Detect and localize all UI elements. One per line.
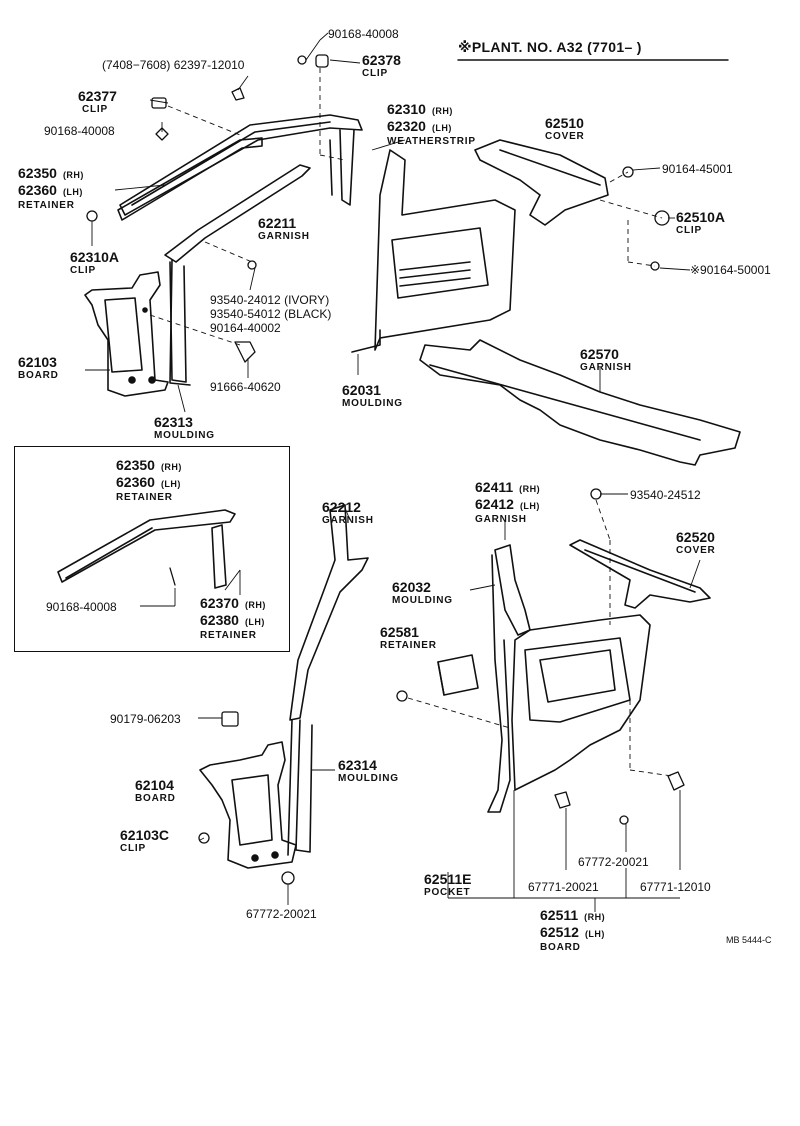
plant-note: ※PLANT. NO. A32 (7701– )	[458, 39, 642, 55]
part-label: 62031 MOULDING	[342, 382, 403, 410]
part-label: 62510 COVER	[545, 115, 585, 143]
part-label: 62104 BOARD	[135, 777, 176, 805]
part-label: 62310(RH) 62320(LH) WEATHERSTRIP	[387, 101, 476, 148]
garnish-62411	[494, 544, 531, 636]
part-label: 62511(RH) 62512(LH) BOARD	[540, 907, 606, 954]
part-label: 62310A CLIP	[70, 249, 120, 277]
part-label: 91666-40620	[210, 380, 281, 394]
part-label: 62212 GARNISH	[322, 499, 374, 527]
part-label: 90164-45001	[662, 162, 733, 176]
inset-frame	[14, 446, 290, 652]
part-label: 62570 GARNISH	[580, 346, 632, 374]
board-62104	[199, 741, 297, 869]
part-label: 90168-40008	[44, 124, 115, 138]
part-label: 62370(RH) 62380(LH) RETAINER	[200, 595, 266, 642]
part-label: 90168-40008	[328, 27, 399, 41]
garnish-62212	[289, 504, 369, 721]
board-62511	[511, 614, 651, 791]
part-label: 62350(RH) 62360(LH) RETAINER	[18, 165, 84, 212]
part-label: 62377 CLIP	[78, 88, 117, 116]
garnish-62570	[419, 339, 741, 466]
part-label: 62511E POCKET	[424, 871, 472, 899]
part-label: 62313 MOULDING	[154, 414, 215, 442]
part-label: 90179-06203	[110, 712, 181, 726]
moulding-62313	[169, 259, 191, 386]
part-label: 62350(RH) 62360(LH) RETAINER	[116, 457, 182, 504]
diagram-code: MB 5444-C	[726, 935, 772, 945]
weatherstrip-62310	[119, 114, 363, 216]
part-label: ※90164-50001	[690, 263, 771, 277]
pocket-62511E	[437, 654, 479, 696]
retainer-62350-inset	[57, 509, 236, 583]
retainer-62350-upper	[117, 137, 263, 221]
part-label: 62211 GARNISH	[258, 215, 310, 243]
retainer-62370	[211, 524, 227, 589]
part-label: 67772-20021	[578, 855, 649, 869]
part-label: 67772-20021	[246, 907, 317, 921]
part-label: 67771-20021	[528, 880, 599, 894]
part-label: 62103 BOARD	[18, 354, 59, 382]
part-label: 62411(RH) 62412(LH) GARNISH	[475, 479, 541, 526]
part-label: 93540-24012 (IVORY) 93540-54012 (BLACK) …	[210, 293, 332, 335]
part-label: 62510A CLIP	[676, 209, 726, 237]
garnish-62211	[164, 164, 311, 383]
part-label: 90168-40008	[46, 600, 117, 614]
part-label: 62032 MOULDING	[392, 579, 453, 607]
cover-62520	[569, 539, 711, 609]
moulding-62032	[487, 554, 511, 813]
part-label: 62378 CLIP	[362, 52, 401, 80]
part-label: 62520 COVER	[676, 529, 716, 557]
part-label: (7408−7608) 62397-12010	[102, 58, 245, 72]
part-label: 93540-24512	[630, 488, 701, 502]
part-label: 62581 RETAINER	[380, 624, 437, 652]
part-label: 62314 MOULDING	[338, 757, 399, 785]
moulding-62314	[287, 719, 313, 856]
cover-62510	[474, 139, 609, 226]
board-62103	[84, 271, 169, 397]
part-label: 67771-12010	[640, 880, 711, 894]
quarter-panel-62031	[351, 149, 516, 353]
part-label: 62103C CLIP	[120, 827, 170, 855]
